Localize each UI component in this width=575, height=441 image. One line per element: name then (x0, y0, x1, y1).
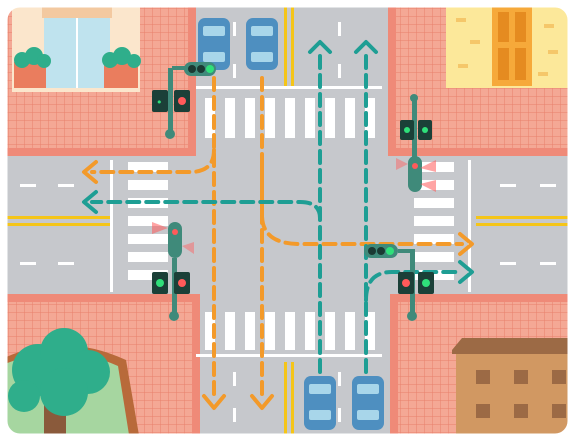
building-icon (452, 338, 575, 441)
car-icon (304, 376, 336, 430)
house-nw (12, 6, 141, 92)
crosswalk-south (205, 312, 375, 350)
door-icon (492, 6, 532, 86)
house-ne (446, 6, 570, 88)
car-icon (352, 376, 384, 430)
svg-text:•: • (156, 96, 163, 109)
car-icon (246, 18, 278, 70)
crosswalk-north (205, 98, 375, 138)
